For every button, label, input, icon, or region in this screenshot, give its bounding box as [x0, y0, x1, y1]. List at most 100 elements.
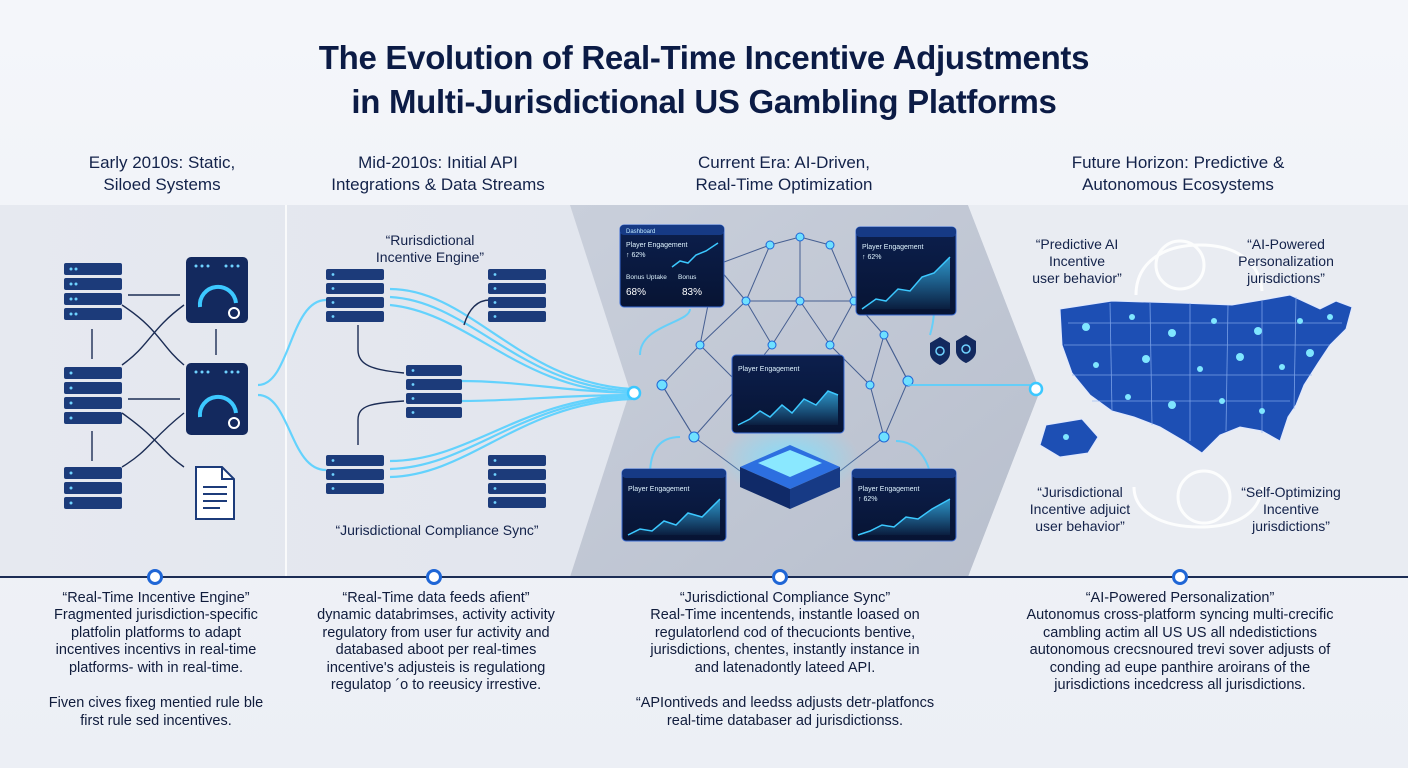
era-heading-3: Current Era: AI-Driven, Real-Time Optimi… — [634, 152, 934, 196]
desc-line: regulatory from user fur activity and — [322, 624, 550, 641]
desc-note: real-time databaser ad jurisdictionss. — [666, 712, 904, 729]
screen-sub-label-2: Bonus — [678, 274, 697, 281]
description-era-2: “Real-Time data feeds afient” dynamic da… — [286, 590, 586, 695]
timeline-axis — [0, 576, 1408, 578]
page-title: The Evolution of Real-Time Incentive Adj… — [0, 36, 1408, 124]
panel4-tl-line-3: user behavior” — [1032, 270, 1122, 286]
timeline-dot-icon — [772, 569, 788, 585]
panel4-tr-line-1: “AI-Powered — [1247, 236, 1325, 252]
screen-value-label: ↑ 62% — [858, 496, 877, 503]
screen-pct-label: 68% — [626, 287, 646, 298]
desc-line: databased aboot per real-times — [335, 642, 537, 658]
description-era-1: “Real-Time Incentive Engine” Fragmented … — [6, 590, 306, 730]
evolution-illustration: Dashboard Player Engagement ↑ 62% Bonus … — [0, 205, 1408, 577]
era-3-line-1: Current Era: AI-Driven, — [698, 153, 870, 172]
panel4-br-line-2: Incentive — [1262, 501, 1320, 517]
panel4-bl-line-1: “Jurisdictional — [1037, 484, 1123, 500]
panel2-top-label-line-1: “Rurisdictional — [385, 232, 475, 248]
gauge-icon — [186, 257, 248, 323]
era-4-line-2: Autonomous Ecosystems — [1082, 175, 1274, 194]
screen-header-label: Dashboard — [626, 229, 655, 235]
desc-heading: “Real-Time data feeds afient” — [342, 590, 530, 606]
shield-icon — [930, 337, 950, 365]
server-rack-icon — [488, 269, 546, 322]
desc-heading: “Jurisdictional Compliance Sync” — [679, 590, 891, 606]
desc-line: Real-Time incentends, instantle loased o… — [650, 607, 920, 623]
document-icon — [195, 466, 235, 520]
description-era-3: “Jurisdictional Compliance Sync” Real-Ti… — [620, 590, 950, 730]
panel4-br-line-1: “Self-Optimizing — [1241, 484, 1341, 500]
screen-value-label: ↑ 62% — [862, 254, 881, 261]
screen-title-label: Player Engagement — [628, 486, 690, 493]
panel4-tr-line-2: Personalization — [1238, 253, 1334, 269]
dashboard-screen-icon: Player Engagement ↑ 62% — [851, 468, 957, 542]
title-line-1: The Evolution of Real-Time Incentive Adj… — [318, 39, 1090, 76]
desc-line: dynamic databrimses, activity activity — [317, 607, 555, 623]
desc-line: conding ad eupe panthire aroirans of the — [1049, 659, 1311, 676]
ai-hub-icon — [740, 445, 840, 509]
dashboard-screen-icon: Player Engagement ↑ 62% — [855, 226, 957, 316]
desc-line: regulatop ´o to reeusicy irrestive. — [330, 677, 542, 693]
server-rack-icon — [326, 455, 384, 494]
panel4-bl-line-3: user behavior” — [1035, 518, 1125, 534]
screen-title-label: Player Engagement — [862, 244, 924, 251]
panel4-label-top-right: “AI-Powered Personalization jurisdiction… — [1206, 236, 1366, 287]
desc-line: and latenadontly lateed API. — [694, 659, 876, 676]
desc-line: Fragmented jurisdiction-specific — [54, 607, 258, 623]
description-era-4: “AI-Powered Personalization” Autonomus c… — [1000, 590, 1360, 695]
era-3-line-2: Real-Time Optimization — [695, 175, 873, 194]
server-rack-icon — [488, 455, 546, 508]
server-rack-icon — [64, 263, 122, 320]
screen-title-label: Player Engagement — [738, 366, 800, 373]
timeline-dot-icon — [1172, 569, 1188, 585]
dashboard-screen-icon: Player Engagement — [621, 468, 727, 542]
panel4-tl-line-2: Incentive — [1048, 253, 1106, 269]
desc-line: cambling actim all US US all ndedisticti… — [1043, 624, 1317, 641]
desc-note: “APIontiveds and leedss adjusts detr-pla… — [635, 695, 935, 711]
panel4-label-bottom-right: “Self-Optimizing Incentive jurisdictions… — [1216, 484, 1366, 535]
era-heading-1: Early 2010s: Static, Siloed Systems — [12, 152, 312, 196]
desc-line: platfolin platforms to adapt — [70, 624, 242, 641]
desc-line: incentives incentivs in real-time — [55, 642, 257, 658]
timeline-dot-icon — [147, 569, 163, 585]
panel2-top-label-line-2: Incentive Engine” — [375, 249, 485, 265]
shield-icon — [956, 335, 976, 363]
panel4-bl-line-2: Incentive adjuict — [1029, 501, 1131, 517]
desc-line: jurisdictions incedcress all jurisdictio… — [1054, 677, 1306, 693]
server-rack-icon — [64, 367, 122, 424]
panel4-tl-line-1: “Predictive AI — [1035, 236, 1119, 252]
era-2-line-2: Integrations & Data Streams — [331, 175, 545, 194]
desc-heading: “AI-Powered Personalization” — [1085, 590, 1275, 606]
era-2-line-1: Mid-2010s: Initial API — [358, 153, 518, 172]
screen-title-label: Player Engagement — [626, 242, 688, 249]
desc-line: incentive's adjusteis is regulationg — [326, 659, 546, 676]
panel2-top-label: “Rurisdictional Incentive Engine” — [350, 232, 510, 266]
desc-heading: “Real-Time Incentive Engine” — [62, 590, 250, 606]
desc-note: first rule sed incentives. — [80, 712, 232, 729]
us-map-icon — [1039, 294, 1353, 458]
server-rack-icon — [64, 467, 122, 509]
timeline-dot-icon — [426, 569, 442, 585]
dashboard-screen-icon: Player Engagement — [731, 354, 845, 434]
era-1-line-1: Early 2010s: Static, — [88, 153, 236, 172]
panel4-tr-line-3: jurisdictions” — [1247, 270, 1325, 286]
panel-static-systems — [64, 257, 248, 520]
desc-line: jurisdictions, chentes, instantly instan… — [650, 642, 920, 658]
desc-note: Fiven cives fixeg mentied rule ble — [48, 695, 264, 711]
screen-value-label: ↑ 62% — [626, 252, 645, 259]
panel4-label-bottom-left: “Jurisdictional Incentive adjuict user b… — [1010, 484, 1150, 535]
panel-future-horizon — [1039, 239, 1353, 529]
screen-title-label: Player Engagement — [858, 486, 920, 493]
screen-sub-label: Bonus Uptake — [626, 274, 667, 281]
desc-line: autonomous crecsnoured trevi sover adjus… — [1029, 642, 1331, 658]
panel4-label-top-left: “Predictive AI Incentive user behavior” — [1012, 236, 1142, 287]
server-rack-icon — [406, 365, 462, 418]
dashboard-screen-icon: Dashboard Player Engagement ↑ 62% Bonus … — [619, 224, 725, 308]
screen-pct-label-2: 83% — [682, 287, 702, 298]
era-4-line-1: Future Horizon: Predictive & — [1071, 153, 1285, 172]
desc-line: platforms- with in real-time. — [68, 659, 244, 676]
panel2-bottom-label: “Jurisdictional Compliance Sync” — [335, 522, 539, 538]
era-heading-2: Mid-2010s: Initial API Integrations & Da… — [288, 152, 588, 196]
panel-api-integrations — [257, 269, 642, 508]
gauge-icon — [186, 363, 248, 435]
